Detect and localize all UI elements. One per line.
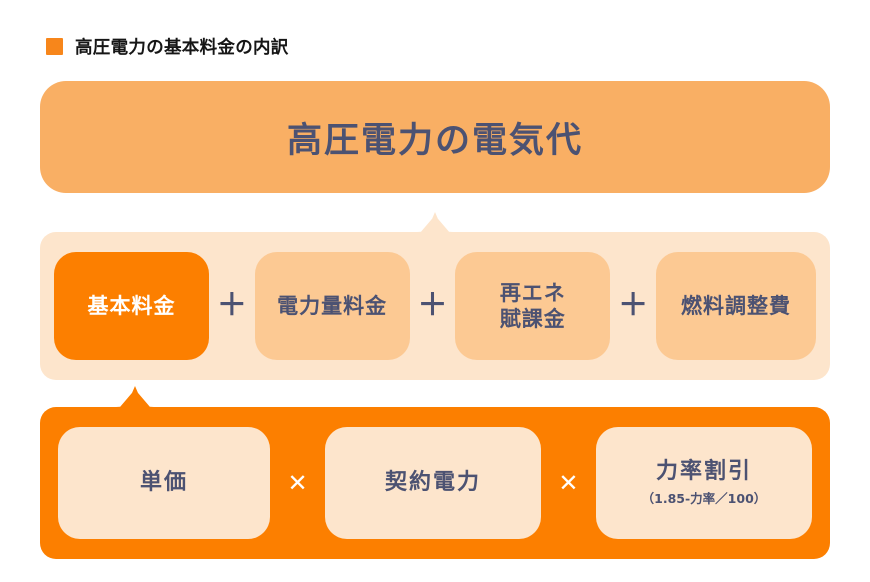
operator-plus-icon: ＋ [216,288,247,323]
formula-box-unit-price[interactable]: 単価 [58,427,270,539]
title-bullet-square-icon [46,38,63,55]
components-container: 基本料金 ＋ 電力量料金 ＋ 再エネ 賦課金 ＋ 燃料調整費 [40,232,830,380]
header-label: 高圧電力の電気代 [286,120,583,161]
header-band: 高圧電力の電気代 [40,81,830,193]
formula-label: 力率割引 [655,458,752,484]
operator-plus-icon: ＋ [417,288,448,323]
component-box-fuel-adjustment[interactable]: 燃料調整費 [655,252,816,360]
component-label-line2: 賦課金 [499,307,566,331]
formula-container: 単価 ✕ 契約電力 ✕ 力率割引 （1.85-力率／100） [40,407,830,559]
formula-box-contract-power[interactable]: 契約電力 [324,427,541,539]
page-title-row: 高圧電力の基本料金の内訳 [46,34,289,59]
connector-base-charge-to-formula-icon [98,386,172,409]
component-label-line1: 再エネ [499,280,566,305]
formula-label: 契約電力 [384,469,481,495]
component-box-renewable-levy[interactable]: 再エネ 賦課金 [455,252,611,360]
connector-header-to-components-icon [400,212,470,234]
operator-plus-icon: ＋ [618,288,649,323]
component-label: 燃料調整費 [680,293,791,318]
component-label: 再エネ 賦課金 [500,280,566,333]
page-title: 高圧電力の基本料金の内訳 [75,38,289,58]
formula-box-power-factor-discount[interactable]: 力率割引 （1.85-力率／100） [595,427,812,539]
component-label: 基本料金 [87,293,176,318]
component-box-base-charge[interactable]: 基本料金 [54,252,209,360]
component-label: 電力量料金 [277,293,388,318]
formula-sublabel: （1.85-力率／100） [641,491,767,507]
formula-label: 単価 [139,469,188,495]
operator-multiply-icon: ✕ [287,469,308,497]
component-box-energy-charge[interactable]: 電力量料金 [254,252,410,360]
operator-multiply-icon: ✕ [558,469,579,497]
